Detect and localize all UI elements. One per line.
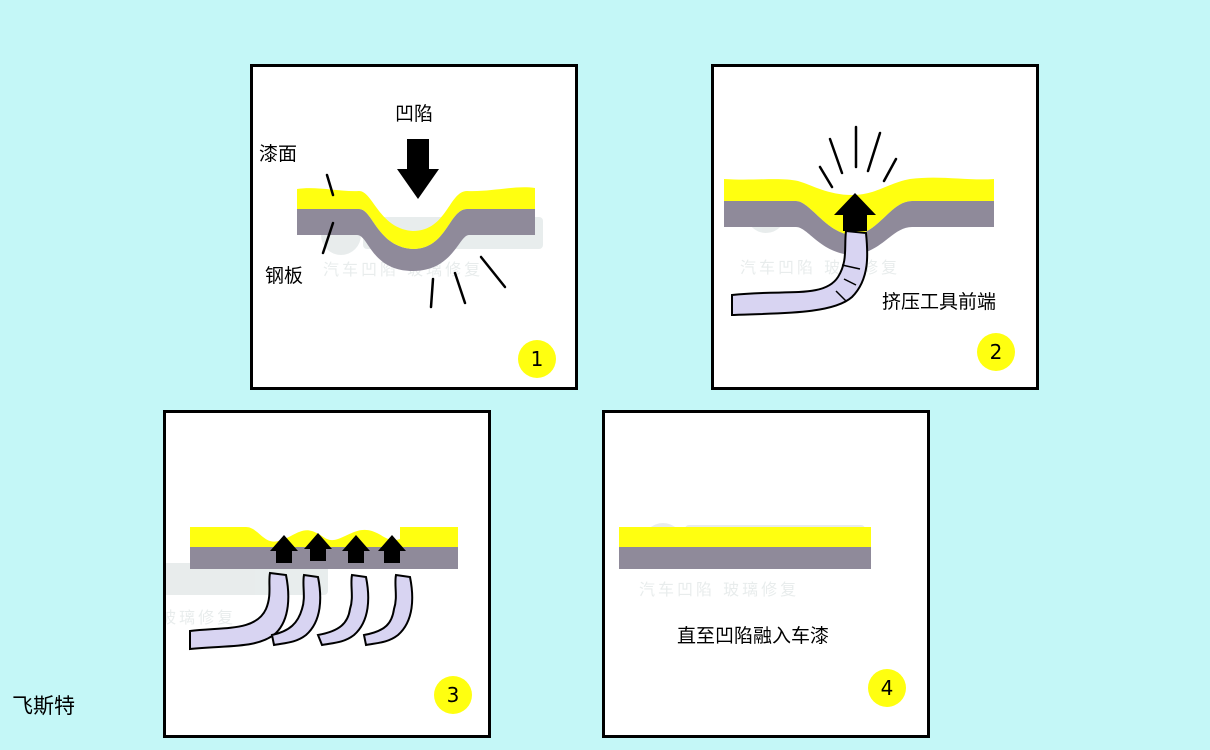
push-arrow-icon [270, 535, 298, 563]
paint-label: 漆面 [259, 143, 298, 165]
push-arrow-icon [378, 535, 406, 563]
push-tool [270, 573, 322, 647]
stress-lines [321, 173, 507, 309]
tool-tip-label: 挤压工具前端 [882, 291, 997, 313]
push-arrow-icon [304, 533, 332, 561]
push-arrow-icon [834, 193, 876, 231]
step-1-panel: 汽车凹陷 玻璃修复 凹陷 漆面 钢板 1 [250, 64, 578, 390]
steel-label: 钢板 [265, 265, 304, 287]
push-arrow-icon [342, 535, 370, 563]
step-number-badge: 2 [977, 333, 1015, 371]
dent-label: 凹陷 [395, 103, 434, 125]
step-4-illustration: 汽车凹陷 玻璃修复 [619, 523, 871, 599]
paint-layer [619, 527, 871, 547]
step-4-panel: 汽车凹陷 玻璃修复 直至凹陷融入车漆 4 [602, 410, 930, 738]
push-tools [189, 571, 414, 651]
step-number-badge: 4 [868, 669, 906, 707]
watermark: 汽车凹陷 玻璃修复 [166, 563, 328, 627]
tool-ridges [835, 264, 861, 302]
svg-text:汽车凹陷 玻璃修复: 汽车凹陷 玻璃修复 [166, 608, 236, 627]
step-2-illustration: 汽车凹陷 玻璃修复 [724, 125, 994, 317]
step-3-illustration: 汽车凹陷 玻璃修复 [166, 527, 458, 651]
caption-label: 直至凹陷融入车漆 [677, 625, 830, 647]
dent-arrow-icon [397, 139, 439, 199]
svg-text:汽车凹陷 玻璃修复: 汽车凹陷 玻璃修复 [740, 258, 900, 277]
paint-layer [297, 187, 535, 249]
step-number-badge: 1 [518, 340, 556, 378]
push-tool [731, 229, 869, 317]
step-2-panel: 汽车凹陷 玻璃修复 挤压工具前端 2 [711, 64, 1039, 390]
push-tool [362, 573, 414, 647]
steel-layer [297, 209, 535, 271]
push-arrows [270, 533, 406, 563]
step-1-illustration: 汽车凹陷 玻璃修复 [297, 139, 543, 309]
author-label: 飞斯特 [12, 694, 75, 718]
step-number-badge: 3 [434, 676, 472, 714]
steel-layer [619, 547, 871, 569]
step-3-panel: 汽车凹陷 玻璃修复 3 [163, 410, 491, 738]
svg-text:汽车凹陷 玻璃修复: 汽车凹陷 玻璃修复 [639, 580, 799, 599]
push-tool [316, 573, 370, 647]
stress-lines [818, 125, 898, 189]
push-tool [189, 571, 290, 651]
steel-layer [724, 201, 994, 255]
